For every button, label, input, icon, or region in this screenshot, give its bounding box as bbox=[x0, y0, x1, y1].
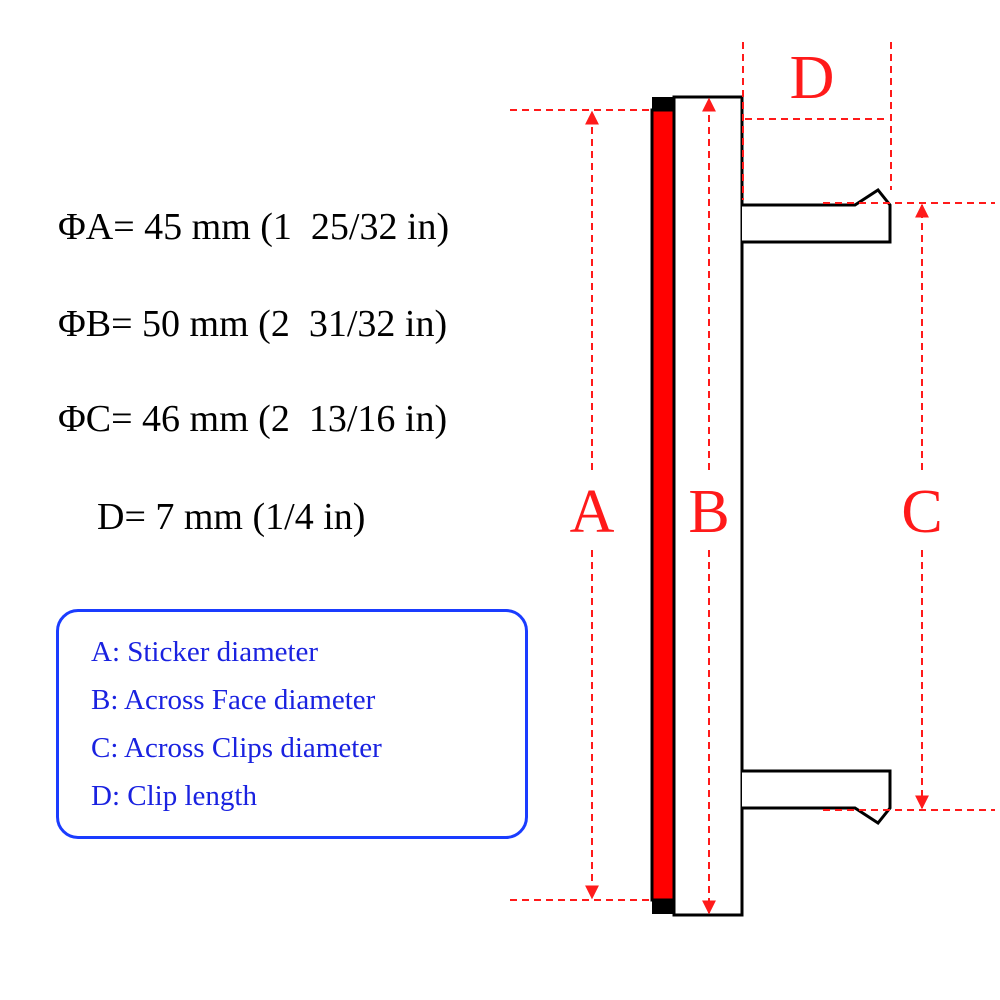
clip-top bbox=[742, 187, 892, 244]
legend-item-d: D: Clip length bbox=[91, 780, 257, 812]
spec-c-text: ΦC= 46 mm (2 13/16 in) bbox=[58, 398, 448, 440]
clip-bottom bbox=[742, 769, 892, 826]
legend-item-b: B: Across Face diameter bbox=[91, 684, 376, 716]
sticker-layer bbox=[650, 108, 676, 902]
dim-a-label: A bbox=[570, 478, 615, 546]
legend-item-a: A: Sticker diameter bbox=[91, 636, 319, 668]
spec-b-text: ΦB= 50 mm (2 31/32 in) bbox=[58, 303, 448, 345]
sticker-cap-bottom bbox=[652, 900, 674, 914]
legend-item-c: C: Across Clips diameter bbox=[91, 732, 382, 764]
dim-b-label: B bbox=[688, 478, 729, 546]
legend-box: A: Sticker diameter B: Across Face diame… bbox=[56, 609, 528, 839]
spec-d-text: D= 7 mm (1/4 in) bbox=[97, 496, 366, 538]
spec-a-text: ΦA= 45 mm (1 25/32 in) bbox=[58, 206, 450, 248]
dim-c-label: C bbox=[901, 478, 942, 546]
dim-d-label: D bbox=[790, 44, 835, 112]
sticker-cap-top bbox=[652, 97, 674, 111]
